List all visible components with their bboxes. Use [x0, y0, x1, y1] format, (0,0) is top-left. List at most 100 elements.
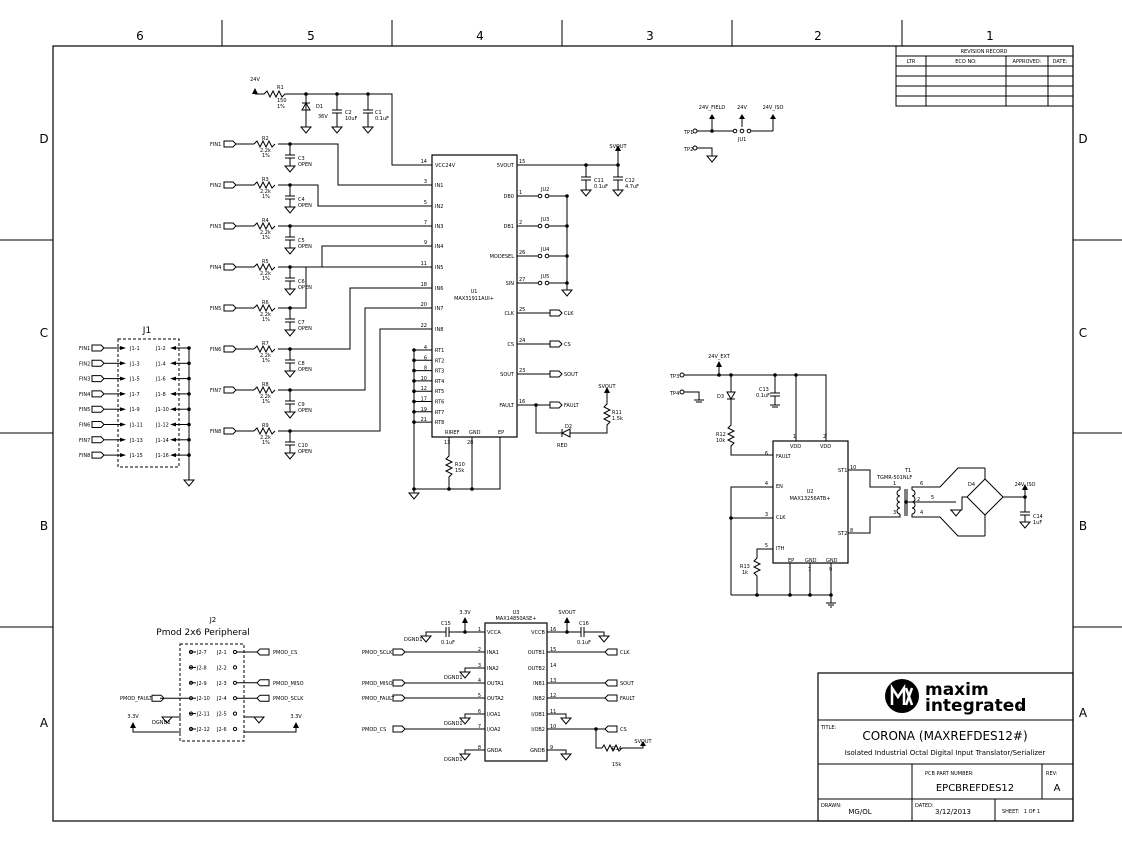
u1-pin-number: 27: [519, 277, 525, 283]
u3-pin-number: 5: [478, 693, 481, 699]
u1-pin-number: 6: [424, 355, 427, 361]
u1-pin-number: 8: [424, 366, 427, 372]
u3-pin-number: 14: [550, 663, 556, 669]
r10-ref: R10: [455, 462, 465, 468]
u2-pin4: 4: [765, 481, 768, 487]
u3-pin-name: I/OA1: [487, 712, 501, 718]
j1-row: FIN6 J1-11 J1-12: [79, 421, 191, 429]
row-label: D: [39, 132, 48, 146]
j1-pin-label: J1-1: [129, 346, 140, 352]
u2-pin6: 6: [765, 451, 768, 457]
u1-riref: RIREF: [445, 430, 460, 436]
r12-ref: R12: [716, 432, 726, 438]
j2-pin-label: J2-2: [216, 665, 227, 671]
tp4-label: TP4: [669, 391, 679, 397]
capacitor-value: OPEN: [298, 408, 312, 414]
j2-pin-label: J2-3: [216, 681, 227, 687]
u3-pin-section: VCCA1INA12PMOD_SCLKINA23DGND1OUTA14PMOD_…: [362, 627, 636, 763]
u3-net-label: PMOD_CS: [362, 727, 386, 733]
u2-pin10: 10: [850, 465, 856, 471]
sheet-label: SHEET:: [1002, 809, 1020, 815]
c14-ref: C14: [1033, 514, 1043, 520]
u3-pin-number: 13: [550, 678, 556, 684]
u1-pin-name: RT7: [435, 410, 444, 416]
resistor-ref: R6: [262, 300, 269, 306]
c1-value: 0.1uF: [375, 116, 389, 122]
resistor-tol: 1%: [262, 194, 270, 200]
row-label: D: [1078, 132, 1087, 146]
capacitor-ref: C10: [298, 443, 308, 449]
r1-value: 150: [277, 98, 287, 104]
d3-ref: D3: [717, 394, 724, 400]
u3-net-label: CLK: [620, 650, 630, 656]
input-net-label: FIN6: [210, 347, 221, 353]
logo-tm: TM: [1015, 706, 1025, 713]
net-24v-field: 24V_FIELD: [699, 105, 726, 111]
drawing-frame: [0, 20, 1122, 822]
u2-pin2: 2: [823, 434, 826, 440]
net-24v: 24V: [250, 77, 260, 83]
column-label: 4: [476, 29, 484, 43]
u3-pin-number: 10: [550, 724, 556, 730]
capacitor-value: OPEN: [298, 449, 312, 455]
j1-net-label: FIN6: [79, 423, 90, 429]
r12-value: 10k: [716, 438, 725, 444]
capacitor-ref: C9: [298, 402, 305, 408]
u1-pin28: 28: [467, 440, 473, 446]
u1-pin-name: CS: [507, 342, 514, 348]
u3-pin-name: GNDB: [530, 748, 545, 754]
frame-row-labels: D C B A D C B A: [39, 132, 1088, 730]
u3-net-label: PMOD_FAULT: [362, 696, 395, 702]
j2-pmod-connector: J2 Pmod 2x6 Peripheral: [156, 616, 250, 742]
u1-pin-name: IN7: [435, 306, 443, 312]
c2-value: 10uF: [345, 116, 358, 122]
pcb-label: PCB PART NUMBER:: [925, 771, 974, 777]
d4-rectifier: D4 24V_ISO C14 1uF: [961, 468, 1043, 536]
j2-net-label: PMOD_CS: [273, 650, 297, 656]
u1-pin-name: DB0: [504, 194, 514, 200]
u3-pin-name: I/OB2: [531, 727, 545, 733]
u2-pin1: 1: [793, 434, 796, 440]
resistor-value: 2.2k: [260, 353, 271, 359]
j1-net-label: FIN7: [79, 438, 90, 444]
u1-pin-name: IN3: [435, 224, 443, 230]
u2-ref: U2: [807, 489, 814, 495]
net-dgnd1: DGND1: [444, 675, 463, 681]
column-label: 1: [986, 29, 994, 43]
capacitor-value: OPEN: [298, 367, 312, 373]
u1-pin-number: 12: [421, 386, 427, 392]
net-24v-iso: 24V_ISO: [1015, 482, 1036, 488]
column-label: 5: [307, 29, 315, 43]
u1-pin-number: 24: [519, 338, 525, 344]
j2-net-label: PMOD_FAULT: [120, 696, 153, 702]
j1-pin-label: J1-6: [155, 377, 166, 383]
net-3v3: 3.3V: [127, 714, 139, 720]
capacitor-value: OPEN: [298, 285, 312, 291]
c2-ref: C2: [345, 110, 352, 116]
u1-pin-number: 7: [424, 220, 427, 226]
column-label: 6: [136, 29, 144, 43]
input-net-label: FIN7: [210, 388, 221, 394]
column-label: 3: [646, 29, 654, 43]
c12-ref: C12: [625, 178, 635, 184]
u1-bottom-section: RIREF GND EP 13 28 R10 15k: [407, 350, 504, 500]
u1-pin-number: 19: [421, 407, 427, 413]
u1-pin-name: SIN: [506, 281, 515, 287]
d1-value: 36V: [318, 114, 328, 120]
j1-pin-label: J1-12: [155, 423, 169, 429]
j1-net-label: FIN4: [79, 392, 90, 398]
input-net-label: FIN2: [210, 183, 221, 189]
u1-pin-number: 5: [424, 200, 427, 206]
u3-pin-number: 9: [550, 745, 553, 751]
j1-pin-label: J1-11: [129, 423, 143, 429]
